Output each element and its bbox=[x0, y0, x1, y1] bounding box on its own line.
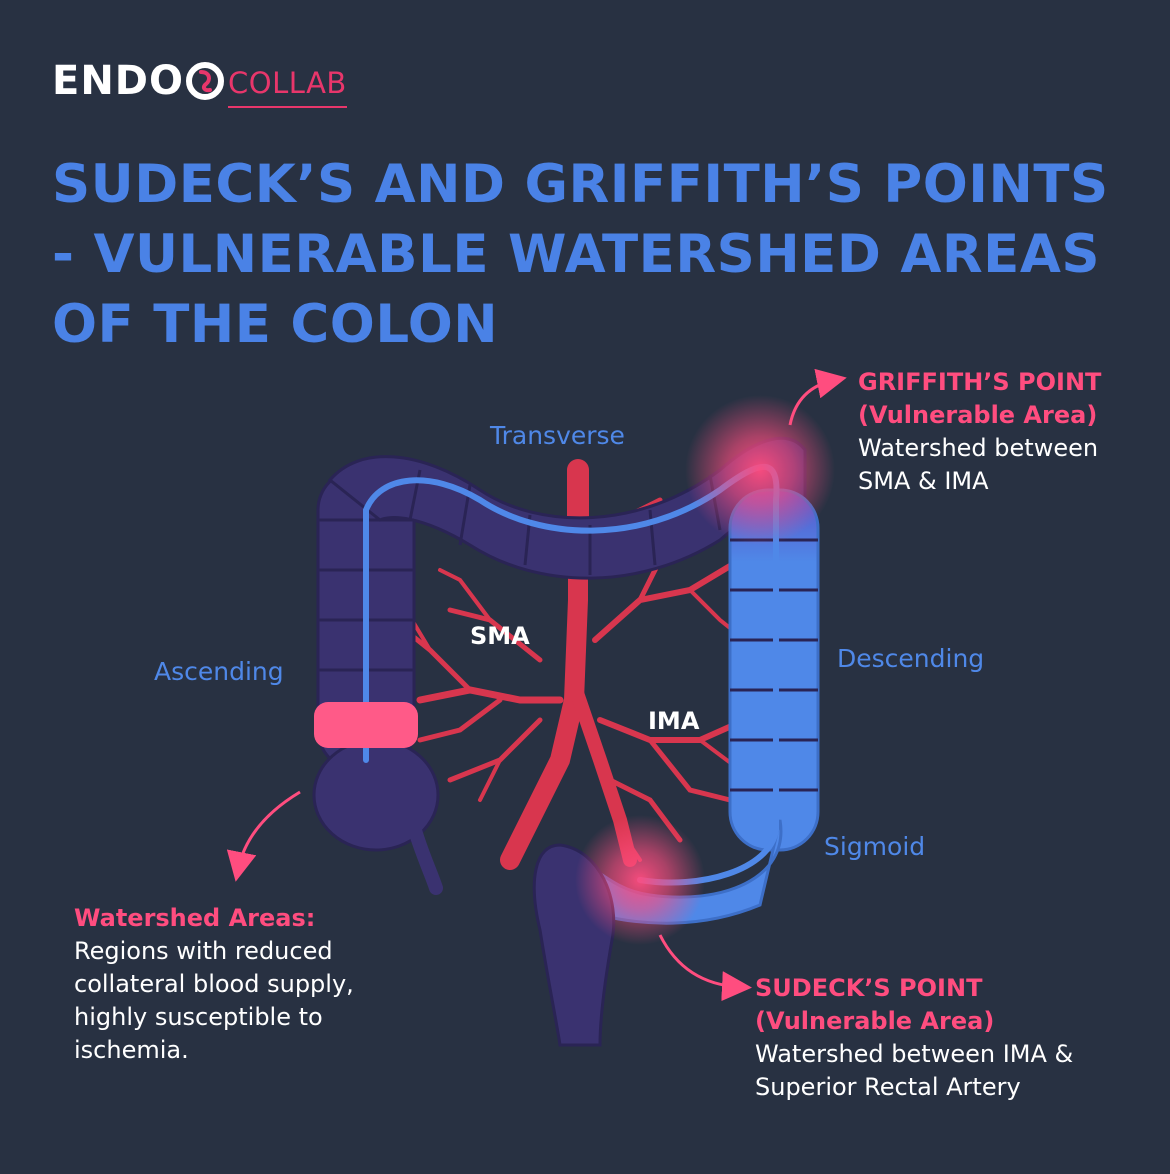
logo-colon-icon bbox=[186, 62, 225, 100]
arrow-icon bbox=[226, 790, 301, 882]
brand-endo: ENDO bbox=[52, 58, 185, 104]
sudeck-heading: SUDECK’S POINT bbox=[755, 974, 983, 1002]
sudeck-annotation: SUDECK’S POINT (Vulnerable Area) Watersh… bbox=[755, 972, 1073, 1104]
page-title: SUDECK’S AND GRIFFITH’S POINTS - VULNERA… bbox=[52, 154, 1109, 355]
watershed-annotation: Watershed Areas: Regions with reduced co… bbox=[74, 902, 354, 1067]
griffith-line1: Watershed between bbox=[858, 434, 1099, 462]
descending-label: Descending bbox=[837, 644, 985, 673]
sudeck-glow bbox=[575, 815, 705, 945]
ascending-label: Ascending bbox=[154, 657, 284, 686]
watershed-line4: ischemia. bbox=[74, 1036, 189, 1064]
sma-label: SMA bbox=[470, 622, 530, 650]
sigmoid-label: Sigmoid bbox=[824, 832, 926, 861]
griffith-annotation: GRIFFITH’S POINT (Vulnerable Area) Water… bbox=[858, 366, 1101, 498]
sudeck-line1: Watershed between IMA & bbox=[755, 1040, 1074, 1068]
sudeck-sub: (Vulnerable Area) bbox=[755, 1007, 995, 1035]
brand-collab: COLLAB bbox=[228, 62, 347, 108]
watershed-line2: collateral blood supply, bbox=[74, 970, 354, 998]
transverse-label: Transverse bbox=[490, 421, 625, 450]
arrow-icon bbox=[658, 934, 752, 1002]
watershed-line3: highly susceptible to bbox=[74, 1003, 323, 1031]
arrow-icon bbox=[788, 368, 847, 426]
griffith-glow bbox=[685, 395, 835, 545]
watershed-heading: Watershed Areas: bbox=[74, 904, 316, 932]
griffith-line2: SMA & IMA bbox=[858, 467, 989, 495]
watershed-line1: Regions with reduced bbox=[74, 937, 333, 965]
ima-label: IMA bbox=[648, 707, 700, 735]
griffith-heading: GRIFFITH’S POINT bbox=[858, 368, 1102, 396]
griffith-sub: (Vulnerable Area) bbox=[858, 401, 1098, 429]
sudeck-line2: Superior Rectal Artery bbox=[755, 1073, 1021, 1101]
brand-logo: ENDO COLLAB bbox=[52, 58, 347, 108]
